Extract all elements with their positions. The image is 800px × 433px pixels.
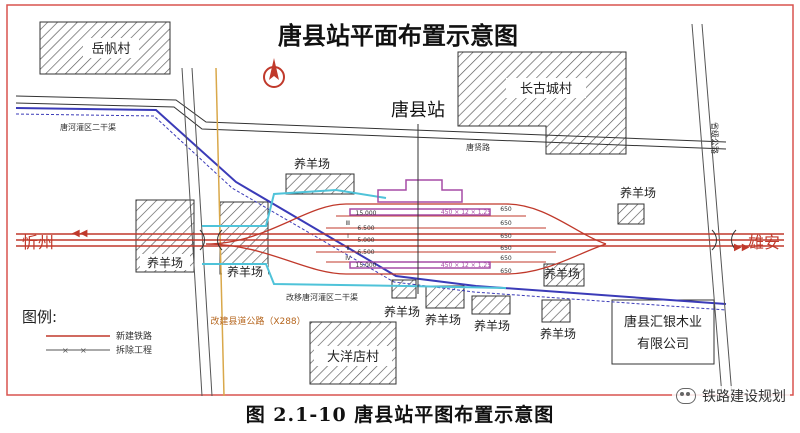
platform-lower-label: 450 × 12 × 1.25 [441,262,491,269]
throat-upper [205,203,607,245]
canal-lower [202,263,507,289]
track-value-4: 6.500 [357,249,374,256]
track-value-2: 6.500 [357,225,374,232]
legend-demolish-marker: × [80,346,87,355]
farm-block-4 [617,203,645,225]
road-vertical-left-a [181,67,203,397]
legend-new-rail: 新建铁路 [116,330,152,342]
sheep-farm-label-9: 养羊场 [540,326,576,341]
figure-caption: 图 2.1-10 唐县站平图布置示意图 [245,404,555,426]
track-number-3: Ⅱ [347,245,350,252]
throat-lower [205,243,607,275]
track-number-2: Ⅰ [347,233,349,240]
diagram-frame: 唐县站平面布置示意图 岳帆村 长古城村 大洋店村 唐县汇银木业 有限公司 养羊场… [6,4,794,397]
place-dayang: 大洋店村 [327,350,379,365]
platform-upper-label: 450 × 12 × 1.25 [441,209,491,216]
diagram-title: 唐县站平面布置示意图 [278,22,518,50]
county-road-label: 改建县道公路（X288） [210,315,305,327]
watermark-text: 铁路建设规划 [702,389,786,405]
company-line1: 唐县汇银木业 [624,314,702,330]
track-length-6: 650 [500,268,512,275]
farm-block-2 [219,201,269,275]
east-arrow-icon: ▶▶ [734,242,750,253]
canal-upper [202,188,387,227]
direction-west: 忻州 [22,233,54,252]
farm-block-7 [471,295,511,315]
sheep-farm-label-3: 养羊场 [294,156,330,171]
track-number-1: Ⅲ [346,220,350,227]
track-value-1: 15.000 [356,210,377,217]
label-bg [314,346,392,366]
farm-block-9 [541,299,571,323]
track-length-2: 650 [500,220,512,227]
farm-block-3 [285,173,355,195]
old-rail-b [15,113,727,311]
direction-east: 雄安 [748,233,780,252]
track-length-5: 650 [500,255,512,262]
road-vertical-right-b [701,23,733,397]
wechat-icon [676,388,696,404]
old-rail-a [15,107,727,305]
label-bg [140,254,190,270]
sheep-farm-label-8: 养羊场 [544,266,580,281]
platform-lower [349,261,491,269]
layout-diagram: 唐县站平面布置示意图 岳帆村 长古城村 大洋店村 唐县汇银木业 有限公司 养羊场… [6,4,794,397]
north-arrow-icon [263,58,285,88]
road-top-label: 唐河灌区二干渠 [60,122,116,132]
bridge-west-icon [199,229,223,251]
label-bg [222,264,268,280]
place-yuefan: 岳帆村 [91,42,130,57]
farm-block-5 [391,279,417,299]
watermark: 铁路建设规划 [672,386,790,406]
label-bg [83,38,139,58]
sheep-farm-label-7: 养羊场 [474,318,510,333]
track-value-3: 5.000 [357,237,374,244]
west-arrow-icon: ◀◀ [72,228,88,239]
company-box [611,299,715,365]
track-length-1: 650 [500,206,512,213]
sheep-farm-label-5: 养羊场 [384,304,420,319]
track-number-4: Ⅳ [345,255,351,262]
sheep-farm-label-1: 养羊场 [147,255,183,270]
farm-block-6 [425,285,465,309]
legend-heading: 图例: [22,308,57,326]
canal-bottom-label: 改移唐河灌区二干渠 [286,292,358,302]
farm-block-8 [543,263,585,287]
legend-demolish-marker: × [62,346,69,355]
road-top-a [15,95,727,143]
sheep-farm-label-4: 养羊场 [620,185,656,200]
road-right-label: 省级公路 [710,122,720,154]
legend-demolish: 拆除工程 [116,344,152,356]
track-value-5: 15.000 [356,262,377,269]
track-length-3: 650 [500,233,512,240]
station-building [377,179,463,203]
road-vertical-right-a [691,23,723,397]
road-center-label: 唐贤路 [466,142,490,152]
sheep-farm-label-6: 养羊场 [425,312,461,327]
place-changgu: 长古城村 [520,82,572,97]
road-top-b [15,102,727,150]
track-length-4: 650 [500,245,512,252]
sheep-farm-label-2: 养羊场 [227,264,263,279]
bridge-east-icon [711,229,737,251]
platform-upper [349,208,491,216]
label-bg [506,78,586,98]
station-name: 唐县站 [391,100,445,121]
company-line2: 有限公司 [637,337,689,352]
village-block-changgu [457,51,627,155]
